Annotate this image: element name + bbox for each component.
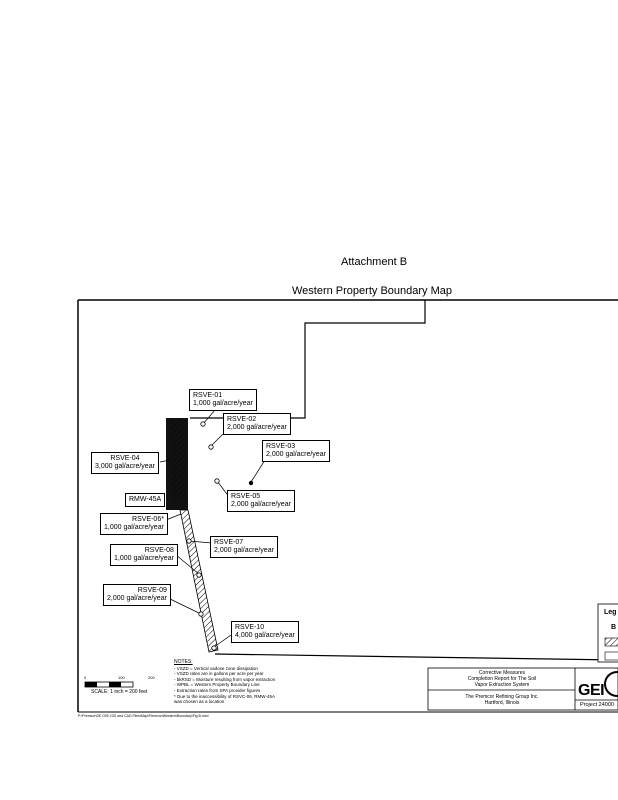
label-rate: 2,000 gal/acre/year (266, 451, 326, 458)
label-rsve-08: RSVE-08 1,000 gal/acre/year (110, 544, 178, 566)
note-line: - WPBL = Western Property Boundary Line (174, 682, 260, 688)
map-frame (77, 299, 618, 713)
well-points (186, 421, 254, 651)
label-name: RSVE-05 (231, 493, 261, 500)
label-name: RSVE-06* (132, 516, 164, 523)
map-notes: NOTES: - VSZD = Vertical vadose zone dis… (174, 659, 276, 705)
title-block-report: Corrective Measures Completion Report fo… (430, 670, 574, 688)
scale-tick-200: 200 (148, 675, 155, 680)
label-rsve-07: RSVE-07 2,000 gal/acre/year (210, 536, 278, 558)
western-boundary-strip (166, 418, 219, 653)
label-rsve-01: RSVE-01 1,000 gal/acre/year (189, 389, 257, 411)
note-line: - VSZD rates are in gallons per acre per… (174, 671, 264, 677)
label-rate: 2,000 gal/acre/year (214, 547, 274, 554)
legend-item: B (611, 624, 617, 631)
attachment-title: Attachment B (341, 256, 408, 268)
gei-logo: GEI (578, 682, 605, 699)
label-name: RSVE-02 (227, 416, 257, 423)
label-name: RSVE-10 (235, 624, 265, 631)
project-number: Project 24000 (580, 702, 614, 708)
file-path-footer: P:\Premcor\DE GIS\ GIS and CAD Files\Map… (78, 714, 209, 718)
label-rsve-05: RSVE-05 2,000 gal/acre/year (227, 490, 295, 512)
scale-tick-100: 100 (118, 675, 125, 680)
note-line: - VSZD = Vertical vadose zone dissipatio… (174, 665, 258, 671)
note-line: - Extraction rates from SPA provider fig… (174, 687, 261, 693)
report-line: Completion Report for The Soil (467, 676, 537, 682)
label-rate: 1,000 gal/acre/year (193, 400, 253, 407)
label-name: RSVE-09 (137, 587, 167, 594)
label-rsve-04: RSVE-04 3,000 gal/acre/year (91, 452, 159, 474)
label-rate: 1,000 gal/acre/year (104, 524, 164, 531)
label-rsve-02: RSVE-02 2,000 gal/acre/year (223, 413, 291, 435)
title-block-frame (427, 667, 618, 711)
label-rate: 2,000 gal/acre/year (231, 501, 291, 508)
label-rate: 1,000 gal/acre/year (114, 555, 174, 562)
label-rate: 2,000 gal/acre/year (227, 424, 287, 431)
leader-lines (159, 409, 266, 648)
scale-text: SCALE: 1 inch = 200 feet (91, 689, 148, 695)
note-line: * Due to the inaccessibility of RSVC-06,… (174, 693, 275, 699)
label-rate: 4,000 gal/acre/year (235, 632, 295, 639)
south-boundary (214, 653, 618, 661)
company-name: The Premcor Refining Group Inc. (465, 694, 539, 700)
scale-tick-0: 0 (84, 675, 87, 680)
notes-heading: NOTES: (174, 659, 193, 665)
label-name: RSVE-03 (266, 443, 296, 450)
label-name: RSVE-01 (193, 392, 223, 399)
label-rate: 2,000 gal/acre/year (107, 595, 167, 602)
company-location: Hartford, Illinois (484, 700, 520, 706)
label-rmw-45a: RMW-45A (125, 493, 166, 507)
gei-logo-icon (604, 671, 618, 697)
label-name: RSVE-08 (144, 547, 174, 554)
scale-bar (84, 681, 134, 688)
map-title: Western Property Boundary Map (292, 285, 452, 297)
label-rsve-09: RSVE-09 2,000 gal/acre/year (103, 584, 171, 606)
label-rate: 3,000 gal/acre/year (95, 463, 155, 470)
legend-box (597, 603, 618, 663)
report-line: Vapor Extraction System (474, 682, 530, 688)
note-line: was chosen as a location (174, 699, 225, 705)
note-line: - bkRSD = Moisture resulting from vapor … (174, 676, 276, 682)
label-rsve-10: RSVE-10 4,000 gal/acre/year (231, 621, 299, 643)
report-line: Corrective Measures (478, 670, 526, 676)
label-rsve-03: RSVE-03 2,000 gal/acre/year (262, 440, 330, 462)
label-name: RSVE-07 (214, 539, 244, 546)
legend-title: Leg (604, 609, 617, 616)
title-block-company: The Premcor Refining Group Inc. Hartford… (430, 694, 574, 706)
label-name: RSVE-04 (110, 455, 140, 462)
label-rsve-06: RSVE-06* 1,000 gal/acre/year (100, 513, 168, 535)
